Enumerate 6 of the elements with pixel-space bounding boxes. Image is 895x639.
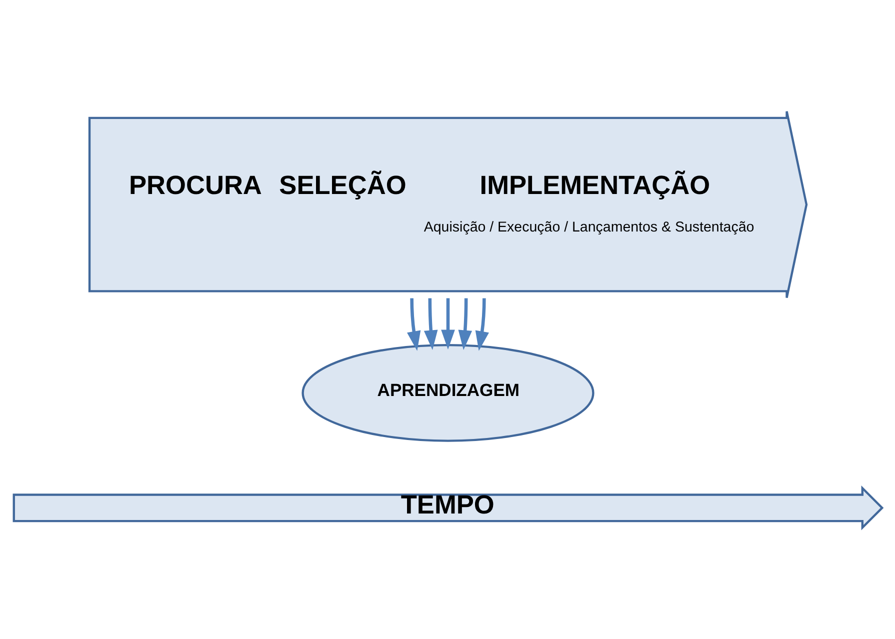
node-ellipse: APRENDIZAGEM — [301, 344, 594, 442]
arrow — [474, 298, 488, 351]
arrow — [440, 298, 454, 350]
arrow — [406, 298, 420, 351]
arrow — [423, 298, 438, 350]
arrow — [458, 298, 472, 350]
